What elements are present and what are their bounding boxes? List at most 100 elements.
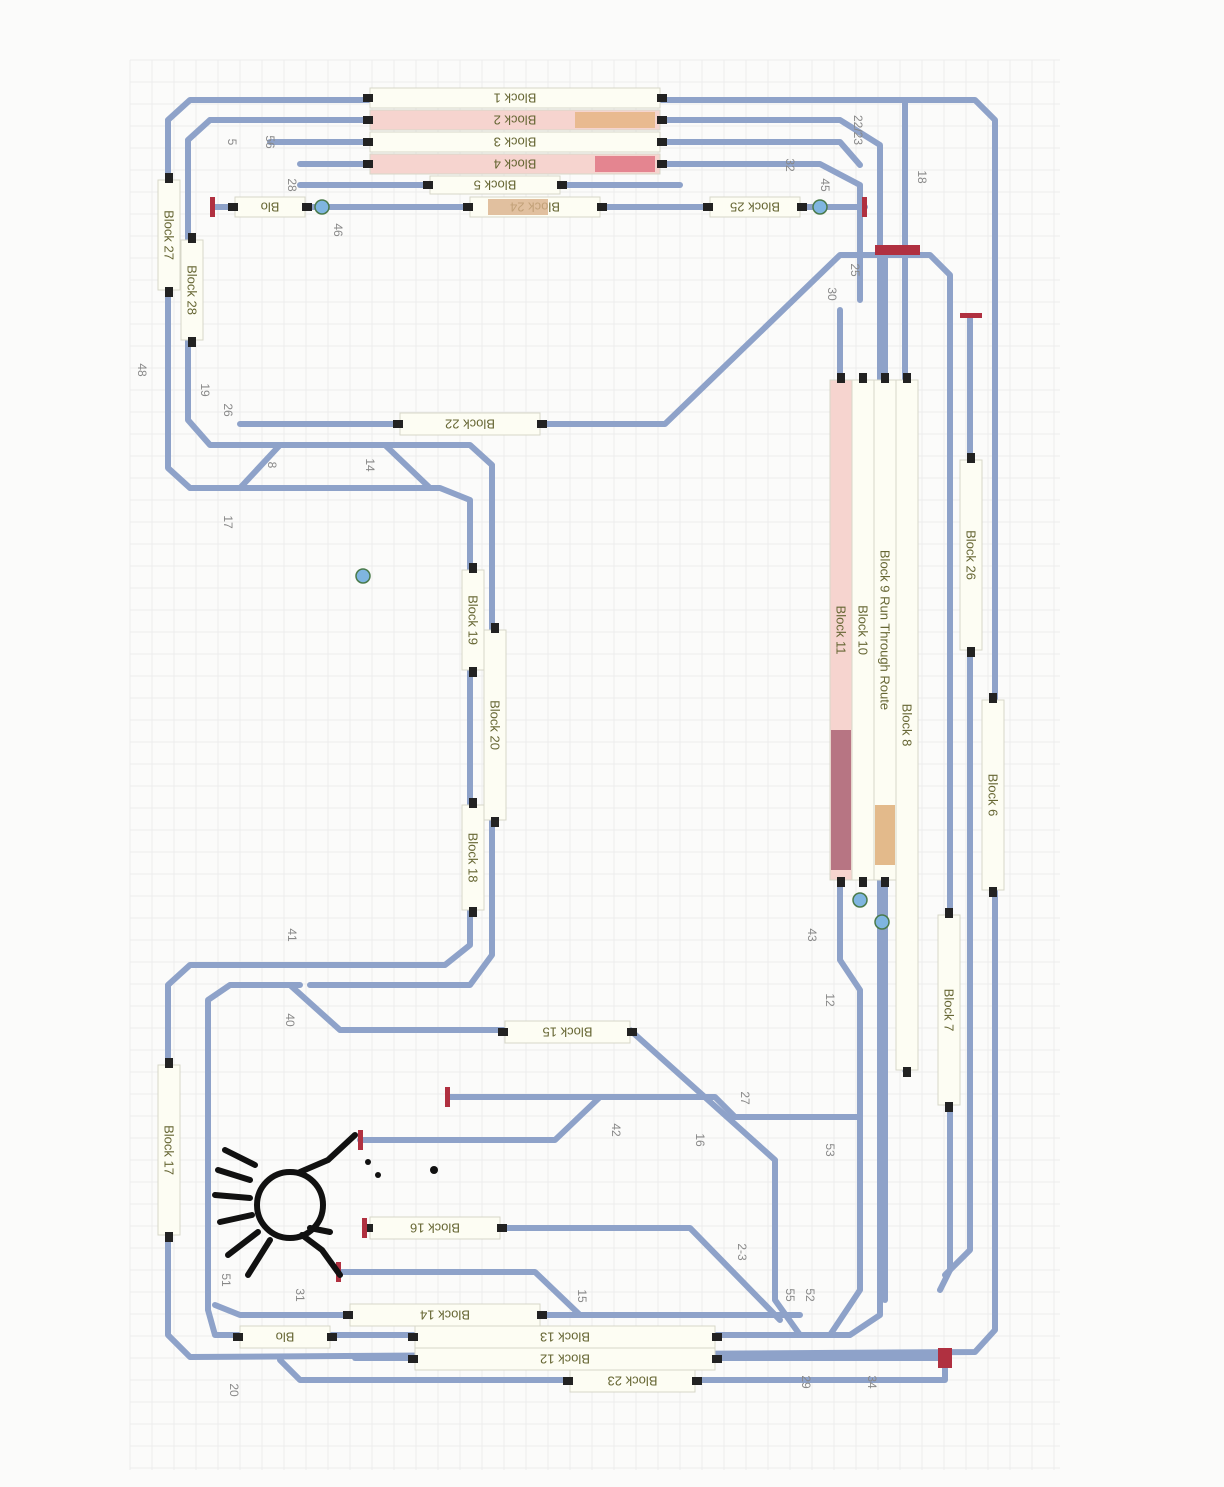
turnout-number[interactable]: 20 xyxy=(227,1383,241,1397)
block-connector-icon xyxy=(363,1224,373,1232)
turnout-number[interactable]: 52 xyxy=(803,1288,817,1302)
block-b8[interactable]: Block 8 xyxy=(895,373,919,1077)
block-b17[interactable]: Block 17 xyxy=(157,1058,181,1242)
block-b20[interactable]: Block 20 xyxy=(483,623,507,827)
block-b27[interactable]: Block 27 xyxy=(157,173,181,297)
block-b22[interactable]: Block 22 xyxy=(393,412,547,436)
block-b19[interactable]: Block 19 xyxy=(461,563,485,677)
turnout-number[interactable]: 26 xyxy=(221,403,235,417)
turnout-number[interactable]: 15 xyxy=(575,1289,589,1303)
block-connector-icon xyxy=(881,877,889,887)
block-label: Block 26 xyxy=(964,530,979,580)
turnout-number[interactable]: 53 xyxy=(823,1143,837,1157)
block-b18[interactable]: Block 18 xyxy=(461,798,485,917)
block-label: Block 6 xyxy=(986,774,1001,817)
block-label: Block 22 xyxy=(445,417,495,432)
occupancy-bar xyxy=(875,805,895,865)
turnout-number[interactable]: 16 xyxy=(693,1133,707,1147)
block-connector-icon xyxy=(797,203,807,211)
turnout-number[interactable]: 22/23 xyxy=(851,115,865,145)
block-connector-icon xyxy=(712,1355,722,1363)
block-b1[interactable]: Block 1 xyxy=(363,87,667,109)
block-connector-icon xyxy=(408,1355,418,1363)
block-label: Block 10 xyxy=(856,605,871,655)
turnout-number[interactable]: 5 xyxy=(225,139,239,146)
turnout-number[interactable]: 12 xyxy=(823,993,837,1007)
block-b10[interactable]: Block 10 xyxy=(851,373,875,887)
block-connector-icon xyxy=(881,373,889,383)
block-connector-icon xyxy=(692,1377,702,1385)
block-b9b[interactable]: Blo xyxy=(233,1325,337,1349)
block-label: Block 13 xyxy=(540,1330,590,1345)
turnout-number[interactable]: 19 xyxy=(198,383,212,397)
block-b6[interactable]: Block 6 xyxy=(981,693,1005,897)
turnout-number[interactable]: 30 xyxy=(825,287,839,301)
block-connector-icon xyxy=(165,1058,173,1068)
turnout-number[interactable]: 51 xyxy=(219,1273,233,1287)
turnout-number[interactable]: 48 xyxy=(135,363,149,377)
block-connector-icon xyxy=(703,203,713,211)
block-connector-icon xyxy=(463,203,473,211)
block-b9[interactable]: Block 9 Run Through Route xyxy=(873,373,897,887)
block-b7[interactable]: Block 7 xyxy=(937,908,961,1112)
block-b3[interactable]: Block 3 xyxy=(363,131,667,153)
turnout-number[interactable]: 28 xyxy=(285,178,299,192)
track-block14-line xyxy=(212,1302,803,1318)
block-label: Block 23 xyxy=(608,1374,658,1389)
bumper-stop xyxy=(862,197,867,217)
block-b25[interactable]: Block 25 xyxy=(703,196,807,218)
sun-sketch-dot xyxy=(375,1172,381,1178)
block-b13[interactable]: Block 13 xyxy=(408,1325,722,1349)
turnout-number[interactable]: 56 xyxy=(263,135,277,149)
bumper-stop xyxy=(358,1130,363,1150)
block-label: Block 18 xyxy=(466,833,481,883)
block-label: Block 16 xyxy=(410,1221,460,1236)
turnout-number[interactable]: 42 xyxy=(609,1123,623,1137)
block-connector-icon xyxy=(557,181,567,189)
turnout-number[interactable]: 41 xyxy=(285,928,299,942)
block-connector-icon xyxy=(657,138,667,146)
turnout-number[interactable]: 43 xyxy=(805,928,819,942)
block-b9a[interactable]: Blo xyxy=(228,196,312,218)
block-b4[interactable]: Block 4 xyxy=(363,153,667,175)
block-b5[interactable]: Block 5 xyxy=(423,175,567,195)
signals xyxy=(314,199,890,930)
signal-icon xyxy=(812,199,828,215)
block-label: Block 7 xyxy=(942,989,957,1032)
block-b12[interactable]: Block 12 xyxy=(408,1347,722,1371)
turnout-number[interactable]: 25 xyxy=(848,263,862,277)
turnout-number[interactable]: 8 xyxy=(265,462,279,469)
turnout-number[interactable]: 46 xyxy=(331,223,345,237)
block-b23[interactable]: Block 23 xyxy=(563,1369,702,1393)
block-connector-icon xyxy=(469,907,477,917)
block-connector-icon xyxy=(712,1333,722,1341)
block-label: Block 14 xyxy=(420,1308,470,1323)
block-connector-icon xyxy=(302,203,312,211)
turnout-number[interactable]: 55 xyxy=(783,1288,797,1302)
turnout-number[interactable]: 31 xyxy=(293,1288,307,1302)
turnout-number[interactable]: 17 xyxy=(221,515,235,529)
turnout-number[interactable]: 2-3 xyxy=(735,1243,749,1261)
block-b15[interactable]: Block 15 xyxy=(498,1020,637,1044)
bumpers xyxy=(210,197,982,1368)
turnout-number[interactable]: 14 xyxy=(363,458,377,472)
turnout-number[interactable]: 27 xyxy=(738,1091,752,1105)
turnout-number[interactable]: 45 xyxy=(818,178,832,192)
block-b28[interactable]: Block 28 xyxy=(180,233,204,347)
block-b16[interactable]: Block 16 xyxy=(363,1216,507,1240)
block-connector-icon xyxy=(423,181,433,189)
turnout-number[interactable]: 32 xyxy=(783,158,797,172)
bumper-crossing xyxy=(938,1348,952,1368)
block-b26[interactable]: Block 26 xyxy=(959,453,983,657)
block-connector-icon xyxy=(165,1232,173,1242)
block-connector-icon xyxy=(859,877,867,887)
occupancy-marks xyxy=(488,112,895,870)
turnout-number[interactable]: 34 xyxy=(865,1375,879,1389)
turnout-number[interactable]: 18 xyxy=(915,170,929,184)
block-connector-icon xyxy=(469,667,477,677)
turnout-number[interactable]: 40 xyxy=(283,1013,297,1027)
block-b14[interactable]: Block 14 xyxy=(343,1303,547,1327)
turnout-number[interactable]: 29 xyxy=(799,1375,813,1389)
block-connector-icon xyxy=(165,287,173,297)
sun-sketch-rays xyxy=(212,1132,358,1278)
